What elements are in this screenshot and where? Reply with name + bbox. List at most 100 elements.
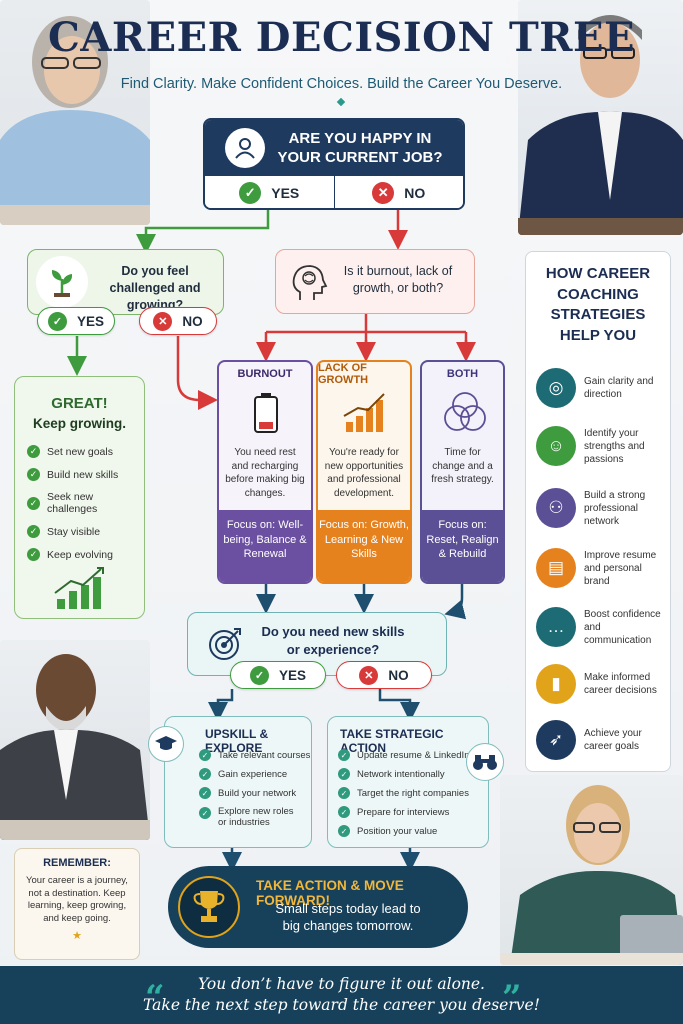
skills-yes-label: YES — [278, 667, 306, 683]
photo-man-smiling — [0, 640, 150, 840]
list-item: ✓Network intentionally — [338, 768, 469, 780]
check-icon: ✓ — [338, 749, 350, 761]
footer-line-1: You don’t have to figure it out alone. — [198, 975, 485, 993]
skills-no-label: NO — [388, 667, 409, 683]
photo-woman-writing — [500, 775, 683, 965]
answer-yes-label: YES — [271, 185, 300, 201]
benefit-label: Gain clarity and direction — [584, 376, 654, 400]
list-item: ✓Position your value — [338, 825, 469, 837]
great-keep-growing-card: GREAT! Keep growing. ✓Set new goals ✓Bui… — [14, 376, 145, 619]
remember-text: Your career is a journey, not a destinat… — [26, 875, 128, 924]
check-icon: ✓ — [27, 496, 40, 510]
quote-open-icon: “ — [145, 978, 165, 1018]
plant-icon — [36, 256, 88, 308]
check-icon: ✓ — [199, 787, 211, 799]
remember-card: REMEMBER: Your career is a journey, not … — [14, 848, 140, 960]
skills-no-button[interactable]: ✕ NO — [336, 661, 432, 689]
branch-burnout-body: You need rest and recharging before maki… — [225, 447, 305, 499]
upskill-title: UPSKILL & EXPLORE — [205, 727, 269, 755]
list-item: ✓Set new goals — [27, 445, 144, 458]
answer-no-option[interactable]: ✕ NO — [335, 176, 464, 208]
strategic-title: TAKE STRATEGIC ACTION — [340, 727, 444, 755]
footer-banner: You don’t have to figure it out alone. T… — [0, 966, 683, 1024]
question-happy-header: ARE YOU HAPPY IN YOUR CURRENT JOB? — [205, 120, 463, 176]
coaching-benefits-panel: HOW CAREER COACHING STRATEGIES HELP YOU … — [525, 251, 671, 772]
challenged-no-button[interactable]: ✕NO — [139, 307, 217, 335]
page-subtitle: Find Clarity. Make Confident Choices. Bu… — [120, 76, 563, 92]
list-item: ✓Explore new roles or industries — [199, 806, 311, 828]
branch-both-card: BOTH Time for change and a fresh strateg… — [420, 360, 505, 584]
network-icon: ⚇ — [536, 488, 576, 528]
photo-woman-thinking — [0, 0, 150, 225]
venn-diagram-icon — [442, 390, 488, 439]
branch-growth-focus: Focus on: Growth, Learning & New Skills — [318, 510, 410, 582]
check-icon: ✓ — [47, 311, 67, 331]
list-item: ✓Seek new challenges — [27, 491, 144, 515]
challenged-yes-label: YES — [76, 313, 104, 329]
branch-burnout-focus: Focus on: Well-being, Balance & Renewal — [219, 510, 311, 582]
growth-chart-icon — [53, 565, 109, 616]
check-icon: ✓ — [199, 807, 211, 819]
benefit-item: ▤Improve resume and personal brand — [536, 548, 668, 588]
list-item: ✓Build new skills — [27, 468, 144, 481]
check-icon: ✓ — [338, 806, 350, 818]
list-item: ✓Keep evolving — [27, 548, 144, 561]
check-icon: ✓ — [338, 825, 350, 837]
branch-burnout-title: BURNOUT — [237, 368, 293, 380]
answer-yes-option[interactable]: ✓YES — [205, 176, 335, 208]
list-item: ✓Take relevant courses — [199, 749, 311, 761]
question-happy-text: ARE YOU HAPPY IN YOUR CURRENT JOB? — [277, 130, 443, 166]
list-item: ✓Stay visible — [27, 525, 144, 538]
benefit-item: ☺Identify your strengths and passions — [536, 426, 668, 466]
remember-title: REMEMBER: — [43, 857, 111, 869]
strategic-action-card: TAKE STRATEGIC ACTION ✓Update resume & L… — [327, 716, 489, 848]
benefit-label: Boost confidence and communication — [584, 608, 661, 646]
check-icon: ✓ — [27, 525, 40, 538]
great-list: ✓Set new goals ✓Build new skills ✓Seek n… — [27, 445, 144, 561]
great-subtitle: Keep growing. — [32, 416, 126, 431]
branch-both-body: Time for change and a fresh strategy. — [431, 447, 494, 485]
check-icon: ✓ — [27, 548, 40, 561]
list-item: ✓Build your network — [199, 787, 311, 799]
check-icon: ✓ — [338, 787, 350, 799]
check-icon: ✓ — [199, 749, 211, 761]
person-icon — [225, 128, 265, 168]
branch-growth-body: You're ready for new opportunities and p… — [324, 447, 404, 499]
head-brain-icon — [288, 262, 330, 309]
question-challenged-card: Do you feel challenged and growing? — [27, 249, 224, 315]
check-icon: ✓ — [27, 468, 40, 481]
page-title: CAREER DECISION TREE — [48, 14, 635, 61]
check-icon: ✓ — [249, 665, 269, 685]
target-icon — [208, 627, 242, 666]
battery-low-icon — [253, 392, 279, 439]
x-icon: ✕ — [372, 182, 395, 204]
benefit-label: Achieve your career goals — [584, 728, 642, 752]
question-skills-text: Do you need new skills or experience? — [261, 624, 405, 657]
growth-chart-icon — [342, 390, 388, 439]
branch-both-title: BOTH — [446, 368, 479, 380]
benefit-label: Make informed career decisions — [584, 672, 657, 696]
benefit-item: ▮ Make informed career decisions — [536, 664, 668, 704]
chart-icon: ▮ — [536, 664, 576, 704]
rocket-icon: ➶ — [536, 720, 576, 760]
question-challenged-text: Do you feel challenged and growing? — [109, 264, 201, 312]
challenged-yes-button[interactable]: ✓ YES — [37, 307, 115, 335]
list-item: ✓Update resume & LinkedIn — [338, 749, 469, 761]
answer-no-label: NO — [404, 185, 426, 201]
strategic-list: ✓Update resume & LinkedIn ✓Network inten… — [338, 749, 469, 837]
person-star-icon: ☺ — [536, 426, 576, 466]
check-icon: ✓ — [199, 768, 211, 780]
branch-growth-card: LACK OF GROWTH You're ready for new oppo… — [316, 360, 412, 584]
quote-close-icon: ” — [502, 978, 522, 1018]
question-burnout-text: Is it burnout, lack of growth, or both? — [343, 264, 453, 295]
branch-both-focus: Focus on: Reset, Realign & Rebuild — [422, 510, 503, 582]
skills-yes-button[interactable]: ✓ YES — [230, 661, 326, 689]
x-icon: ✕ — [359, 665, 379, 685]
footer-line-2: Take the next step toward the career you… — [143, 996, 540, 1014]
benefit-item: ◎Gain clarity and direction — [536, 368, 668, 408]
list-item: ✓Gain experience — [199, 768, 311, 780]
great-title: GREAT! — [51, 395, 108, 412]
take-action-text: Small steps today lead to big changes to… — [275, 901, 421, 933]
benefit-label: Improve resume and personal brand — [584, 549, 657, 587]
